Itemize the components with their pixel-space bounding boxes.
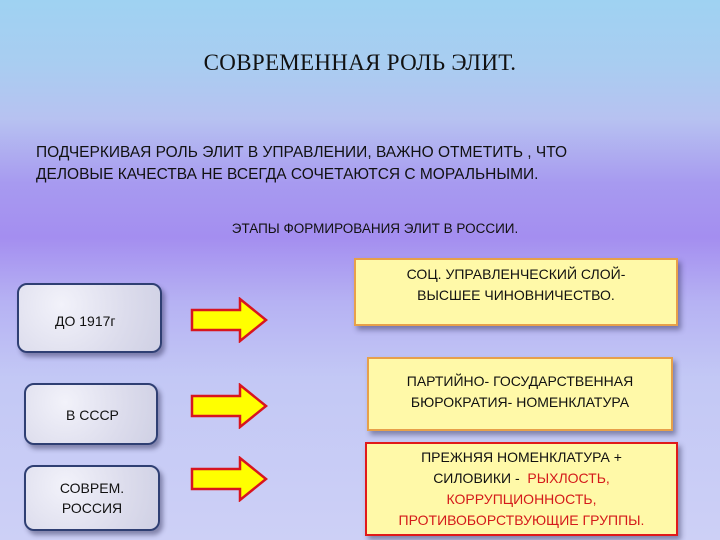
result-line-2: ВЫСШЕЕ ЧИНОВНИЧЕСТВО. [417, 287, 615, 303]
result-box-ussr: ПАРТИЙНО- ГОСУДАРСТВЕННАЯ БЮРОКРАТИЯ- НО… [367, 357, 673, 431]
result-line-1: ПАРТИЙНО- ГОСУДАРСТВЕННАЯ [406, 373, 634, 389]
result-line-2: СИЛОВИКИ - РЫХЛОСТЬ, [367, 468, 676, 489]
right-arrow-icon [190, 383, 268, 429]
result-line-2-black: СИЛОВИКИ - [433, 470, 520, 486]
stages-heading: ЭТАПЫ ФОРМИРОВАНИЯ ЭЛИТ В РОССИИ. [231, 221, 519, 236]
result-line-2-red: РЫХЛОСТЬ, [519, 470, 610, 486]
intro-line-2: ДЕЛОВЫЕ КАЧЕСТВА НЕ ВСЕГДА СОЧЕТАЮТСЯ С … [36, 166, 539, 183]
stage-label-line-2: РОССИЯ [61, 500, 123, 516]
stage-label-line-1: СОВРЕМ. [59, 480, 125, 496]
result-line-1: СОЦ. УПРАВЛЕНЧЕСКИЙ СЛОЙ- [406, 266, 626, 282]
stage-box-ussr: В СССР [24, 383, 158, 445]
right-arrow-icon [190, 297, 268, 343]
slide-title: СОВРЕМЕННАЯ РОЛЬ ЭЛИТ. [203, 50, 517, 75]
intro-line-1: ПОДЧЕРКИВАЯ РОЛЬ ЭЛИТ В УПРАВЛЕНИИ, ВАЖН… [36, 144, 568, 161]
stage-label: СОВРЕМ. РОССИЯ [60, 478, 124, 518]
result-line-4: ПРОТИВОБОРСТВУЮЩИЕ ГРУППЫ. [398, 512, 645, 528]
result-line-3: КОРРУПЦИОННОСТЬ, [446, 491, 597, 507]
stage-box-pre-1917: ДО 1917г [17, 283, 162, 353]
intro-text: ПОДЧЕРКИВАЯ РОЛЬ ЭЛИТ В УПРАВЛЕНИИ, ВАЖН… [36, 142, 676, 186]
right-arrow-icon [190, 456, 268, 502]
result-box-modern-russia: ПРЕЖНЯЯ НОМЕНКЛАТУРА + СИЛОВИКИ - РЫХЛОС… [365, 442, 678, 536]
result-line-1: ПРЕЖНЯЯ НОМЕНКЛАТУРА + [421, 449, 622, 465]
result-box-pre-1917: СОЦ. УПРАВЛЕНЧЕСКИЙ СЛОЙ- ВЫСШЕЕ ЧИНОВНИ… [354, 258, 678, 326]
stage-label: В СССР [66, 407, 119, 423]
result-line-2: БЮРОКРАТИЯ- НОМЕНКЛАТУРА [410, 394, 630, 410]
stage-box-modern-russia: СОВРЕМ. РОССИЯ [24, 465, 160, 531]
stage-label: ДО 1917г [55, 313, 116, 329]
